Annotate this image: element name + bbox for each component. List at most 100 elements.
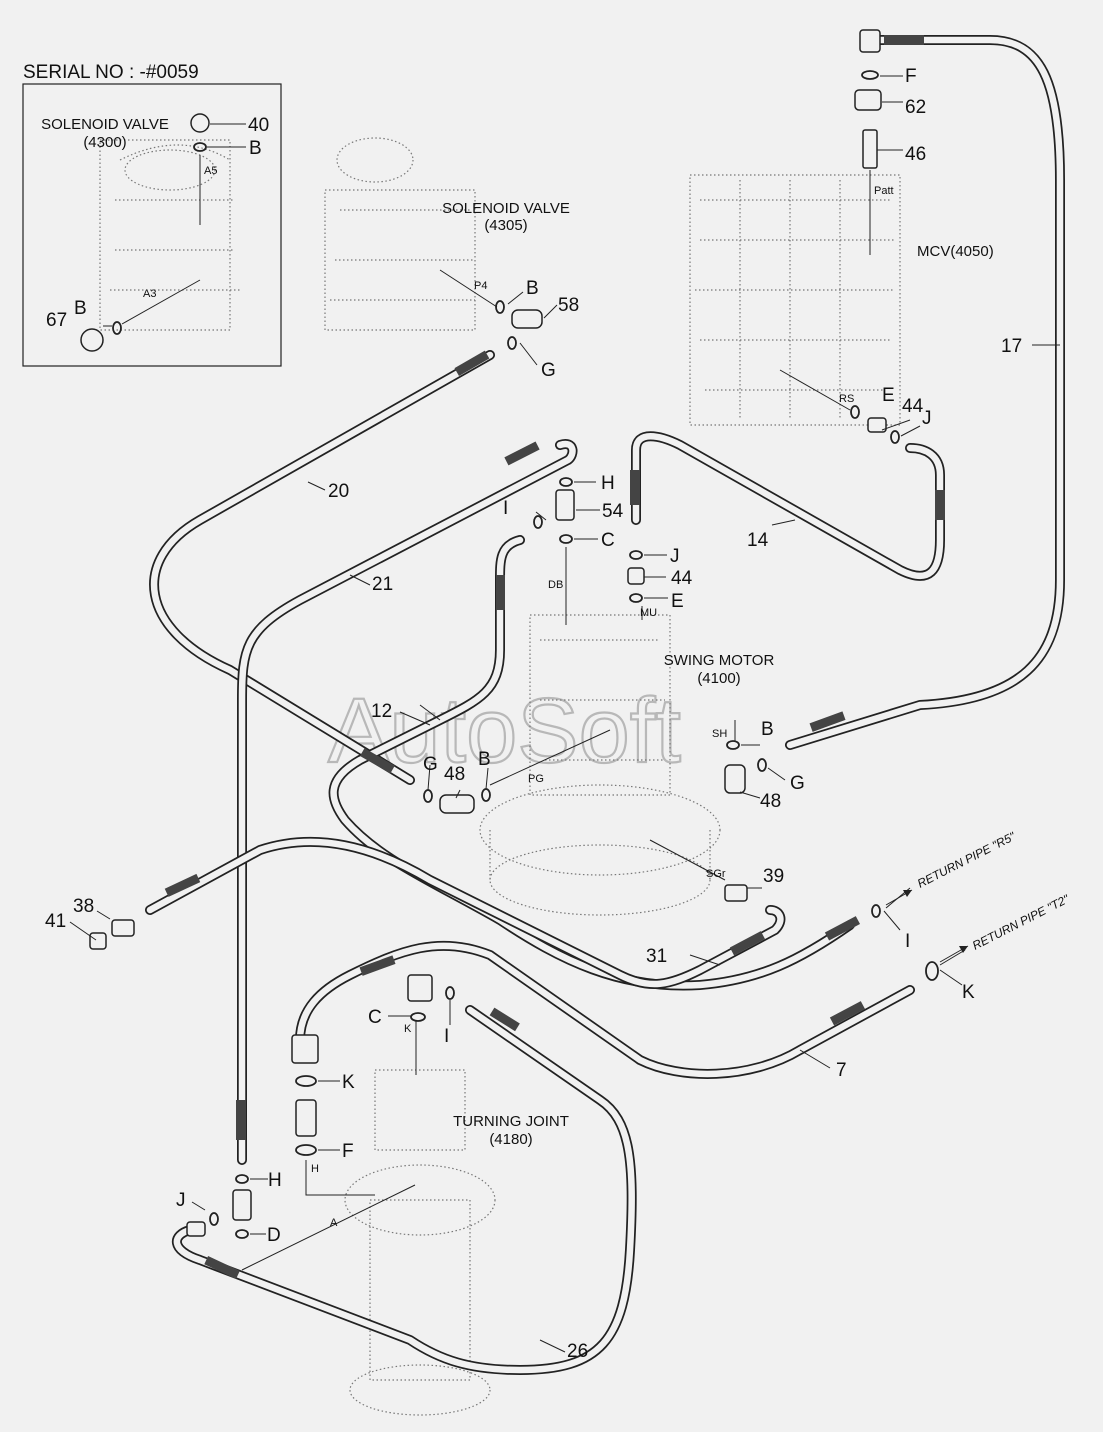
ring-d-tj: D [267,1225,281,1246]
turning-joint-4180-drawing [344,1069,496,1416]
ring-i-54: I [503,498,508,519]
adapter-44-mcv [867,417,887,433]
callout-54: 54 [602,501,624,522]
elbow-48-pg [439,794,475,814]
callout-67: 67 [46,310,67,331]
callout-26: 26 [567,1341,588,1362]
callout-7: 7 [836,1060,847,1081]
o-rings [112,70,939,1239]
solenoid-valve-4300-drawing [99,139,240,331]
callout-14: 14 [747,530,769,551]
ring-k-tj: K [342,1072,355,1093]
swing-motor-code: (4100) [697,670,740,687]
leader-lines [69,75,1060,1353]
callout-31: 31 [646,946,667,967]
ring-e-mu: E [671,591,684,612]
ring-e-44: E [882,385,895,406]
port-sh: SH [712,728,727,740]
ring-f-62: F [905,66,917,87]
return-pipe-r5: RETURN PIPE "R5" [915,829,1018,891]
serial-inset-frame [22,83,282,367]
callout-17: 17 [1001,336,1022,357]
plug-67 [80,328,104,352]
adapter-j [186,1221,206,1237]
ring-j-tj: J [176,1190,186,1211]
hose-21 [237,439,578,1165]
port-a: A [330,1217,338,1229]
swing-motor-name: SWING MOTOR [664,652,775,669]
fittings [80,29,887,1237]
solenoid-4305-name: SOLENOID VALVE [442,200,570,217]
plug-41 [89,932,107,950]
port-db: DB [548,579,563,591]
ring-j-mu: J [670,546,680,567]
swing-motor-4100-drawing [479,614,721,916]
ring-c-54: C [601,530,615,551]
ring-b-67: B [74,298,87,319]
ring-b-58: B [526,278,539,299]
port-rs: RS [839,393,854,405]
callout-41: 41 [45,911,66,932]
hose-14 [631,431,945,581]
callout-62: 62 [905,97,926,118]
turning-joint-code: (4180) [489,1131,532,1148]
hose-7 [295,940,915,1079]
ring-h-tj: H [268,1170,282,1191]
plug-40 [190,113,210,133]
port-h: H [311,1163,319,1175]
adapter-44-mu [627,567,645,585]
ring-f-tj: F [342,1141,354,1162]
port-mu: MU [640,607,657,619]
callout-12: 12 [371,701,392,722]
solenoid-4300-code: (4300) [83,134,126,151]
callout-38: 38 [73,896,94,917]
solenoid-4300-name: SOLENOID VALVE [41,116,169,133]
ring-g-48: G [423,754,438,775]
hose-20 [149,350,495,785]
ring-i-r5: I [905,931,910,952]
ring-c-k: C [368,1007,382,1028]
ring-b-48: B [478,749,491,770]
hose-31 [145,836,786,990]
ring-b-sh: B [761,719,774,740]
callout-48-pg: 48 [444,764,465,785]
return-arrows [885,889,969,963]
turning-joint-name: TURNING JOINT [453,1113,569,1130]
elbow-58 [511,309,543,329]
fitting-c [407,974,433,1002]
callout-21: 21 [372,574,393,595]
callout-20: 20 [328,481,349,502]
adapter-38 [111,919,135,937]
adapter-39 [724,884,748,902]
ring-i-7: I [444,1026,449,1047]
check-valve-46 [862,129,878,169]
ring-j-44: J [922,408,932,429]
ring-b-40: B [249,138,262,159]
serial-number: SERIAL NO : -#0059 [23,62,199,83]
tee-54 [555,489,575,521]
adapter-k-f [295,1099,317,1137]
mcv-name: MCV(4050) [917,243,994,260]
callout-44-mcv: 44 [902,396,924,417]
mcv-4050-drawing [689,174,901,426]
port-pg: PG [528,773,544,785]
port-sgr: SGr [706,868,726,880]
port-a5: A5 [204,165,217,177]
return-pipe-t2: RETURN PIPE "T2" [970,891,1072,952]
port-patt: Patt [874,185,894,197]
elbow-48-sh [724,764,746,794]
port-a3: A3 [143,288,156,300]
ring-k-t2: K [962,982,975,1003]
fitting-k [291,1034,319,1064]
tee-h-d [232,1189,252,1221]
solenoid-4305-code: (4305) [484,217,527,234]
callout-48-sh: 48 [760,791,781,812]
hose-crimp-sleeves [164,35,945,1279]
hose-17 [785,35,1065,750]
callout-39: 39 [763,866,784,887]
port-k: K [404,1023,412,1035]
solenoid-valve-4305-drawing [324,137,476,331]
callout-44-mu: 44 [671,568,693,589]
callout-40: 40 [248,115,269,136]
